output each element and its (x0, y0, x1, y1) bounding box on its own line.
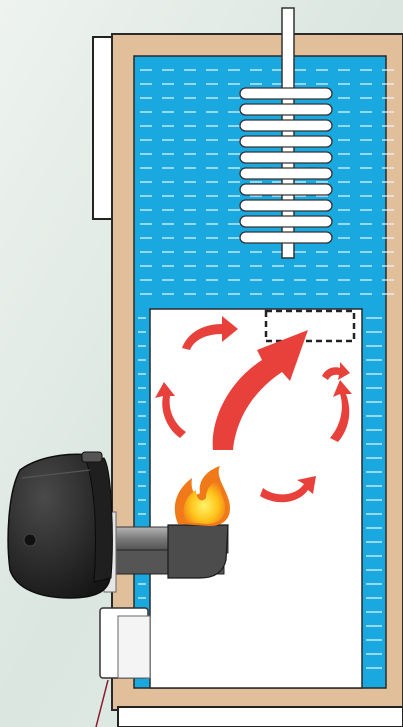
coil-loop (240, 216, 332, 227)
access-door-frame (118, 616, 150, 678)
burner-unit (8, 452, 112, 598)
coil-loop (240, 168, 332, 179)
burner-nozzle (168, 525, 228, 578)
burner-vent (24, 534, 36, 546)
coil-loop (240, 88, 332, 99)
coil-loop (240, 200, 332, 211)
coil-loop (240, 152, 332, 163)
coil-loop (240, 232, 332, 243)
coil-loop (240, 136, 332, 147)
coil-loop (240, 184, 332, 195)
base-plinth (118, 707, 403, 727)
burner-top-knob (82, 452, 102, 462)
coil-loop (240, 120, 332, 131)
coil-loop (240, 104, 332, 115)
